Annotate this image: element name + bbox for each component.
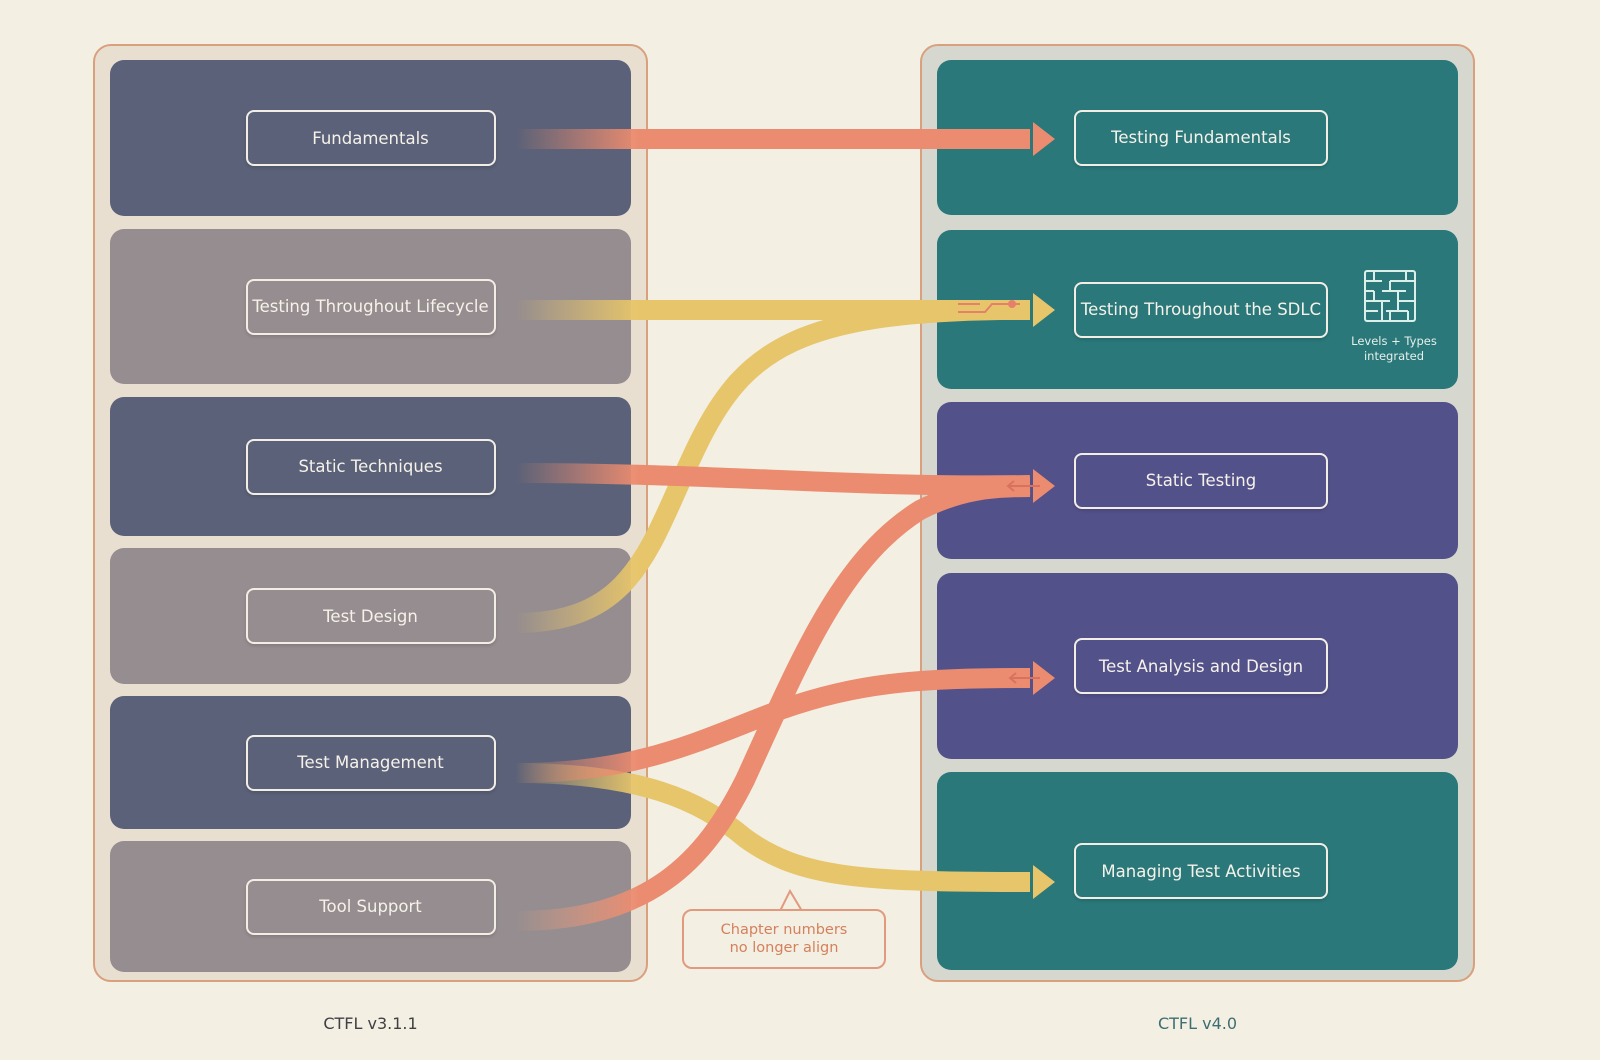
chapter-testing-throughout-sdlc: Testing Throughout the SDLC: [1074, 281, 1328, 338]
chapter-testing-fundamentals: Testing Fundamentals: [1074, 109, 1328, 166]
band-test-analysis-design: Test Analysis and Design: [937, 573, 1458, 759]
chapter-static-testing: Static Testing: [1074, 452, 1328, 509]
band-test-design: Test Design: [110, 548, 631, 684]
chapter-test-management: Test Management: [245, 734, 496, 791]
band-tool-support: Tool Support: [110, 841, 631, 972]
ctfl-v4-column: Testing Fundamentals Testing Throughout …: [920, 44, 1475, 982]
chapter-managing-test-activities: Managing Test Activities: [1074, 843, 1328, 899]
integration-note-line-1: Levels + Types: [1351, 334, 1437, 348]
band-static-testing: Static Testing: [937, 402, 1458, 559]
callout-line-2: no longer align: [729, 940, 839, 956]
chapter-fundamentals: Fundamentals: [245, 110, 496, 166]
maze-grid-icon: [1364, 270, 1416, 322]
band-test-management: Test Management: [110, 696, 631, 829]
band-managing-test-activities: Managing Test Activities: [937, 772, 1458, 970]
chapter-test-design: Test Design: [245, 588, 496, 644]
band-static-techniques: Static Techniques: [110, 397, 631, 536]
band-fundamentals: Fundamentals: [110, 60, 631, 216]
callout-line-1: Chapter numbers: [720, 922, 848, 938]
ctfl-v3-column: Fundamentals Testing Throughout Lifecycl…: [93, 44, 648, 982]
integration-note-line-2: integrated: [1363, 349, 1425, 363]
chapter-tool-support: Tool Support: [245, 878, 496, 935]
right-column-label: CTFL v4.0: [1157, 1014, 1238, 1033]
integration-note: Levels + Types integrated: [1342, 334, 1446, 364]
band-testing-fundamentals: Testing Fundamentals: [937, 60, 1458, 215]
callout-chapter-numbers: Chapter numbers no longer align: [682, 909, 886, 969]
chapter-testing-throughout-lifecycle: Testing Throughout Lifecycle: [245, 278, 496, 335]
chapter-test-analysis-design: Test Analysis and Design: [1074, 638, 1328, 694]
left-column-label: CTFL v3.1.1: [323, 1014, 418, 1033]
chapter-static-techniques: Static Techniques: [245, 438, 496, 495]
band-lifecycle: Testing Throughout Lifecycle: [110, 229, 631, 384]
